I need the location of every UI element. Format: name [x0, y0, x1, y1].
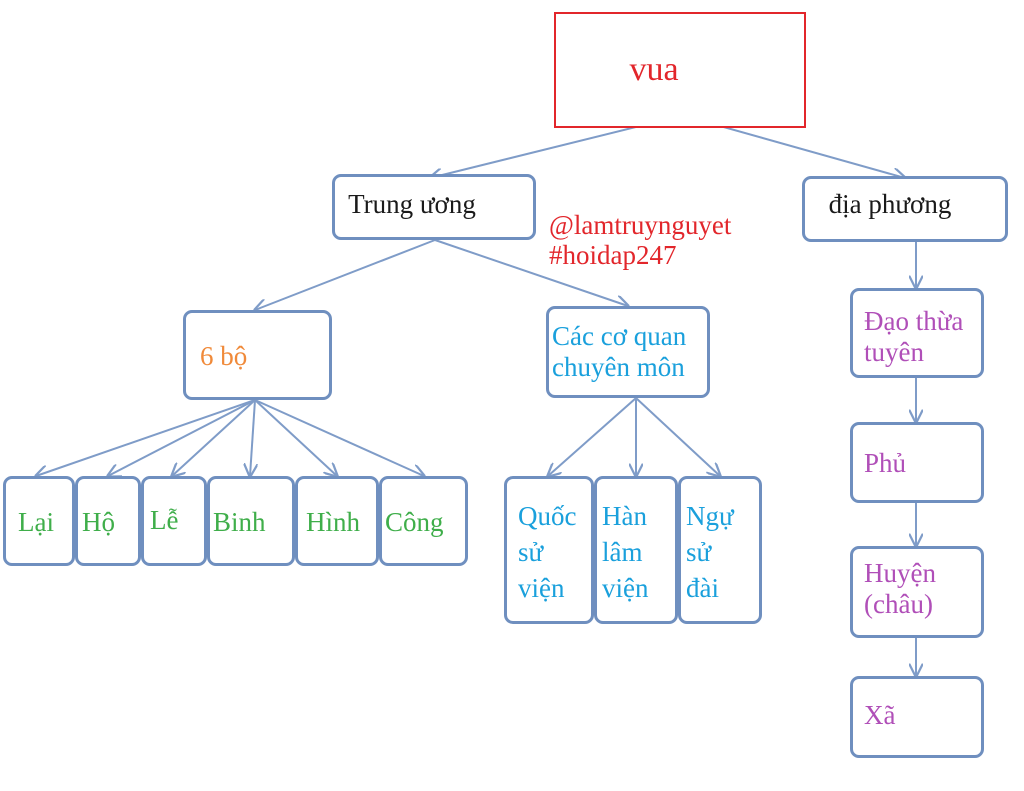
agency-quoc-su-vien	[504, 476, 594, 624]
connector-6bo-lai	[36, 399, 256, 476]
local-huyen-chau	[850, 546, 984, 638]
ministry-ho	[75, 476, 141, 566]
local-xa-label: Xã	[864, 700, 896, 730]
connector-6bo-hinh	[254, 399, 337, 476]
ministry-lai	[3, 476, 75, 566]
connector-root-central	[430, 125, 641, 178]
connector-agencies-quocsu	[548, 397, 637, 476]
local-phu-label: Phủ	[864, 448, 907, 478]
node-6bo-label: 6 bộ	[200, 341, 248, 371]
ministry-binh	[207, 476, 295, 566]
agency-ngu-su-dai	[678, 476, 762, 624]
ministry-lai-label: Lại	[18, 507, 54, 537]
node-agencies-label: Các cơ quan chuyên môn	[552, 321, 687, 382]
agency-ngu-su-dai-label: Ngự sử đài	[686, 501, 734, 603]
node-root	[554, 12, 806, 128]
ministry-le	[141, 476, 207, 566]
connector-6bo-le	[172, 399, 256, 476]
connector-6bo-ho	[108, 399, 256, 476]
ministry-hinh	[295, 476, 379, 566]
node-local	[802, 176, 1008, 242]
agency-han-lam-vien	[594, 476, 678, 624]
local-dao-thua-tuyen	[850, 288, 984, 378]
ministry-ho-label: Hộ	[82, 507, 115, 537]
local-huyen-chau-label: Huyện (châu)	[864, 558, 936, 619]
connector-6bo-binh	[250, 399, 255, 476]
connector-root-local	[719, 125, 905, 178]
connector-central-6bo	[255, 239, 436, 310]
local-xa	[850, 676, 984, 758]
node-local-label: địa phương	[828, 189, 952, 219]
local-dao-thua-tuyen-label: Đạo thừa tuyên	[864, 306, 964, 367]
connector-central-agencies	[434, 239, 628, 306]
ministry-cong	[379, 476, 468, 566]
node-root-label: vua	[629, 51, 679, 88]
ministry-hinh-label: Hình	[306, 507, 360, 537]
ministry-le-label: Lễ	[150, 505, 179, 535]
ministry-binh-label: Binh	[213, 507, 266, 537]
node-central-label: Trung ương	[348, 189, 476, 219]
agency-han-lam-vien-label: Hàn lâm viện	[602, 501, 649, 603]
connector-agencies-ngusu	[635, 397, 720, 476]
node-central	[332, 174, 536, 240]
node-6bo	[183, 310, 332, 400]
connector-6bo-cong	[254, 399, 424, 476]
agency-quoc-su-vien-label: Quốc sử viện	[518, 501, 577, 603]
local-phu	[850, 422, 984, 503]
node-agencies	[546, 306, 710, 398]
ministry-cong-label: Công	[385, 507, 444, 537]
watermark-text: @lamtruynguyet #hoidap247	[549, 210, 732, 270]
